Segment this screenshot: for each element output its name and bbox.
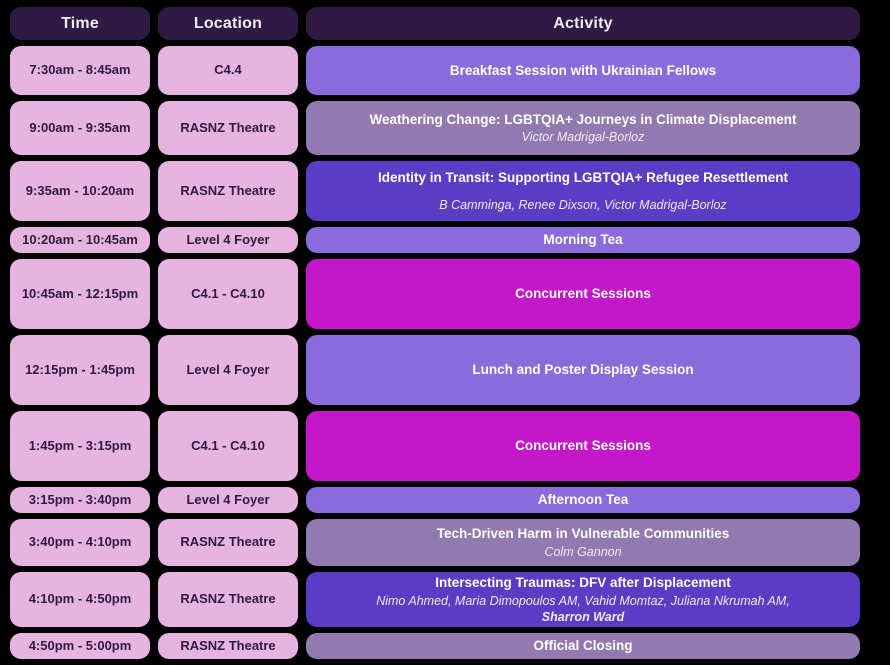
row-time-cell: 3:15pm - 3:40pm [10, 487, 150, 513]
row-activity-title: Weathering Change: LGBTQIA+ Journeys in … [369, 111, 797, 127]
row-location-label: Level 4 Foyer [186, 231, 270, 247]
row-time-cell: 7:30am - 8:45am [10, 46, 150, 95]
row-activity-title: Intersecting Traumas: DFV after Displace… [435, 574, 731, 590]
row-location-label: C4.4 [214, 62, 242, 78]
row-location-label: Level 4 Foyer [186, 361, 270, 377]
row-time-label: 1:45pm - 3:15pm [28, 437, 132, 453]
row-activity-title: Tech-Driven Harm in Vulnerable Communiti… [436, 526, 730, 542]
row-location-cell: Level 4 Foyer [158, 335, 298, 405]
row-activity-cell[interactable]: Weathering Change: LGBTQIA+ Journeys in … [306, 101, 860, 155]
table-row[interactable]: 3:15pm - 3:40pm Level 4 Foyer Afternoon Te… [0, 487, 890, 513]
column-header-location-label: Location [193, 14, 263, 32]
row-time-cell: 10:45am - 12:15pm [10, 259, 150, 329]
table-row[interactable]: 3:40pm - 4:10pm RASNZ Theatre Tech-Driven … [0, 519, 890, 566]
column-header-activity: Activity [306, 7, 860, 40]
row-activity-cell[interactable]: Intersecting Traumas: DFV after Displace… [306, 572, 860, 627]
row-location-cell: RASNZ Theatre [158, 633, 298, 659]
row-time-cell: 4:10pm - 4:50pm [10, 572, 150, 627]
row-location-cell: Level 4 Foyer [158, 227, 298, 253]
table-row[interactable]: 12:15pm - 1:45pm Level 4 Foyer Lunch and P… [0, 335, 890, 405]
row-activity-title: Lunch and Poster Display Session [472, 362, 694, 378]
row-activity-speaker-names: Victor Madrigal-Borloz [521, 130, 645, 145]
row-location-label: RASNZ Theatre [180, 182, 276, 198]
table-row[interactable]: 9:35am - 10:20am RASNZ Theatre Identity in… [0, 161, 890, 221]
column-header-time: Time [10, 7, 150, 40]
row-time-cell: 4:50pm - 5:00pm [10, 633, 150, 659]
row-activity-title: Afternoon Tea [537, 492, 629, 508]
row-location-cell: C4.4 [158, 46, 298, 95]
row-time-cell: 3:40pm - 4:10pm [10, 519, 150, 566]
row-activity-speaker-names: B Camminga, Renee Dixson, Victor Madriga… [439, 198, 727, 213]
row-location-label: Level 4 Foyer [186, 491, 270, 507]
row-location-label: C4.1 - C4.10 [191, 437, 265, 453]
row-time-label: 3:15pm - 3:40pm [28, 491, 132, 507]
row-location-cell: Level 4 Foyer [158, 487, 298, 513]
table-row[interactable]: 7:30am - 8:45am C4.4 Breakfast Session wit… [0, 46, 890, 95]
row-activity-cell[interactable]: Tech-Driven Harm in Vulnerable Communiti… [306, 519, 860, 566]
row-activity-speakers: Victor Madrigal-Borloz [522, 129, 645, 145]
row-location-label: RASNZ Theatre [180, 637, 276, 653]
row-time-cell: 12:15pm - 1:45pm [10, 335, 150, 405]
table-row[interactable]: 9:00am - 9:35am RASNZ Theatre Weathering C… [0, 101, 890, 155]
row-activity-title: Official Closing [533, 638, 633, 654]
row-activity-title: Morning Tea [543, 232, 623, 248]
row-activity-title: Breakfast Session with Ukrainian Fellows [449, 62, 717, 78]
row-time-label: 10:45am - 12:15pm [21, 285, 139, 301]
row-activity-cell[interactable]: Lunch and Poster Display Session [306, 335, 860, 405]
row-time-label: 10:20am - 10:45am [22, 231, 138, 247]
row-activity-cell[interactable]: Concurrent Sessions [306, 259, 860, 329]
row-location-cell: RASNZ Theatre [158, 519, 298, 566]
row-activity-speakers: Colm Gannon [544, 544, 621, 560]
row-time-label: 3:40pm - 4:10pm [28, 534, 132, 550]
table-row[interactable]: 4:10pm - 4:50pm RASNZ Theatre Intersecting… [0, 572, 890, 627]
table-row[interactable]: 10:20am - 10:45am Level 4 Foyer Morning Te… [0, 227, 890, 253]
column-header-activity-label: Activity [553, 14, 613, 32]
row-time-label: 9:00am - 9:35am [29, 119, 131, 135]
row-location-cell: RASNZ Theatre [158, 161, 298, 221]
row-time-cell: 1:45pm - 3:15pm [10, 411, 150, 481]
row-activity-cell[interactable]: Breakfast Session with Ukrainian Fellows [306, 46, 860, 95]
row-activity-speaker-names: Nimo Ahmed, Maria Dimopoulos AM, Vahid M… [376, 593, 790, 608]
row-location-label: RASNZ Theatre [180, 534, 276, 550]
row-activity-title: Concurrent Sessions [515, 438, 651, 454]
row-location-cell: RASNZ Theatre [158, 101, 298, 155]
row-activity-cell[interactable]: Concurrent Sessions [306, 411, 860, 481]
row-time-label: 4:10pm - 4:50pm [28, 591, 132, 607]
column-header-time-label: Time [61, 14, 99, 32]
row-activity-title: Identity in Transit: Supporting LGBTQIA+… [378, 169, 788, 185]
row-activity-speaker-names: Colm Gannon [544, 544, 622, 559]
row-time-cell: 10:20am - 10:45am [10, 227, 150, 253]
row-time-label: 4:50pm - 5:00pm [28, 637, 132, 653]
row-location-label: RASNZ Theatre [180, 591, 276, 607]
table-row[interactable]: 10:45am - 12:15pm C4.1 - C4.10 Concurrent … [0, 259, 890, 329]
row-time-label: 9:35am - 10:20am [25, 182, 135, 198]
row-time-label: 7:30am - 8:45am [29, 62, 131, 78]
row-location-cell: C4.1 - C4.10 [158, 259, 298, 329]
row-time-cell: 9:00am - 9:35am [10, 101, 150, 155]
row-activity-cell[interactable]: Official Closing [306, 633, 860, 659]
row-location-label: C4.1 - C4.10 [191, 285, 265, 301]
row-activity-cell[interactable]: Identity in Transit: Supporting LGBTQIA+… [306, 161, 860, 221]
table-header-row: Time Location Activity [0, 7, 890, 40]
row-time-cell: 9:35am - 10:20am [10, 161, 150, 221]
row-time-label: 12:15pm - 1:45pm [25, 361, 135, 377]
column-header-location: Location [158, 7, 298, 40]
row-activity-cell[interactable]: Afternoon Tea [306, 487, 860, 513]
row-location-label: RASNZ Theatre [180, 119, 276, 135]
row-activity-cell[interactable]: Morning Tea [306, 227, 860, 253]
table-row[interactable]: 4:50pm - 5:00pm RASNZ Theatre Official Clo… [0, 633, 890, 659]
row-activity-title: Concurrent Sessions [515, 286, 651, 302]
row-location-cell: C4.1 - C4.10 [158, 411, 298, 481]
row-activity-speakers: B Camminga, Renee Dixson, Victor Madriga… [439, 197, 726, 213]
row-location-cell: RASNZ Theatre [158, 572, 298, 627]
schedule-rows: 7:30am - 8:45am C4.4 Breakfast Session wit… [0, 46, 890, 665]
row-activity-lead-speaker: Sharron Ward [541, 609, 625, 624]
table-row[interactable]: 1:45pm - 3:15pm C4.1 - C4.10 Concurrent Se… [0, 411, 890, 481]
row-activity-speakers: Nimo Ahmed, Maria Dimopoulos AM, Vahid M… [376, 593, 790, 626]
